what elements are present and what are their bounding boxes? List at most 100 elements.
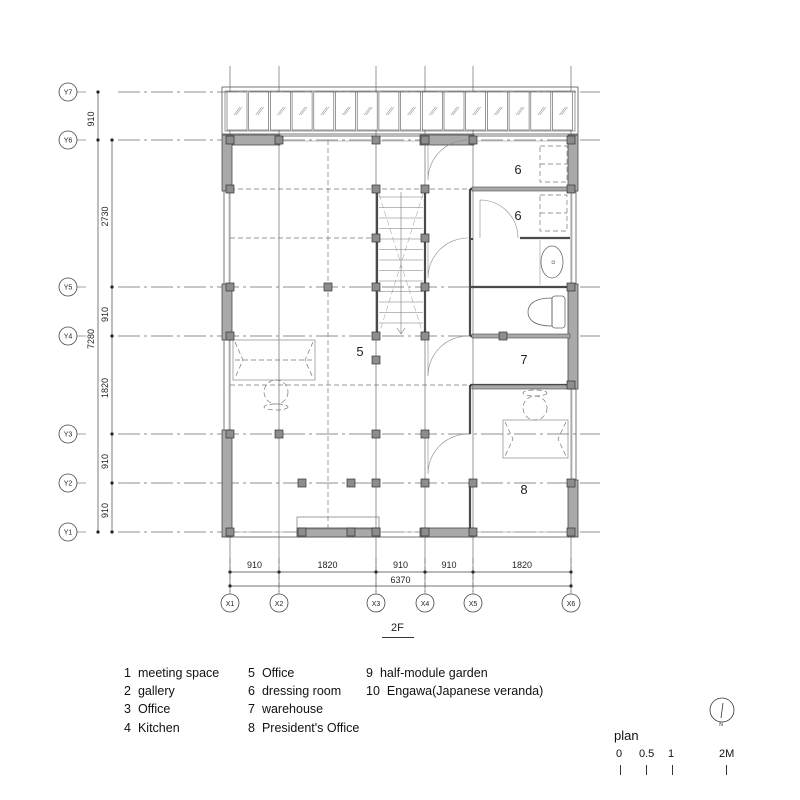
glass-hatch	[494, 106, 501, 116]
dim-label: 2730	[100, 206, 110, 226]
glass-hatch	[539, 106, 547, 116]
glass-hatch	[385, 106, 393, 116]
column	[225, 527, 235, 537]
column	[566, 527, 576, 537]
grid-bubble	[58, 326, 78, 346]
dim-tick	[110, 138, 114, 142]
glass-hatch	[517, 106, 525, 116]
column	[468, 527, 478, 537]
veranda-inner	[224, 90, 576, 132]
dim-label: 910	[86, 111, 96, 126]
scale-tick-label: 0	[616, 748, 623, 760]
glass-hatch	[452, 106, 460, 116]
grid-bubble-label: Y1	[64, 530, 73, 537]
room-tag: 5	[356, 344, 363, 359]
column	[566, 135, 576, 145]
north-label: N	[719, 722, 723, 728]
grid-bubble-label: X4	[421, 601, 430, 608]
glass-hatch	[233, 106, 241, 116]
chair-icon	[522, 395, 548, 421]
column	[323, 282, 333, 292]
grid-bubble	[366, 593, 386, 613]
grid-bubble-label: Y6	[64, 138, 73, 145]
column	[371, 184, 381, 194]
washbasin-icon	[540, 245, 564, 279]
table-leg	[504, 421, 514, 457]
column	[566, 478, 576, 488]
scale-tick-label: 0.5	[639, 748, 655, 760]
ceiling-dashed-lines	[230, 140, 470, 532]
glass-hatch	[320, 106, 328, 116]
column	[274, 135, 284, 145]
column	[468, 478, 478, 488]
scale-tick	[620, 765, 621, 775]
column	[274, 429, 284, 439]
glass-hatch	[472, 106, 479, 116]
grid-bubble-label: X5	[469, 601, 478, 608]
dim-label: 1820	[100, 378, 110, 398]
dim-label: 910	[100, 503, 110, 518]
grid-bubble	[58, 522, 78, 542]
column	[297, 527, 307, 537]
grid-bubble	[58, 130, 78, 150]
column	[566, 184, 576, 194]
dim-tick	[110, 334, 114, 338]
grid-bubble	[58, 424, 78, 444]
veranda-outline	[221, 86, 579, 135]
view-label: plan	[614, 728, 639, 743]
glass-hatch	[365, 106, 373, 116]
column	[371, 478, 381, 488]
dim-tick	[96, 90, 100, 94]
glass-hatch	[344, 106, 351, 116]
glass-hatch	[342, 106, 349, 116]
glass-hatch	[496, 106, 503, 116]
north-circle	[709, 697, 735, 723]
grid-bubble-label: Y2	[64, 481, 73, 488]
glass-hatch	[537, 106, 545, 116]
dim-tick	[96, 530, 100, 534]
column	[225, 429, 235, 439]
grid-bubble	[58, 473, 78, 493]
column	[371, 282, 381, 292]
dim-label: 910	[100, 454, 110, 469]
glass-hatch	[409, 106, 416, 116]
grid-bubble-label: Y3	[64, 432, 73, 439]
grid-bubble	[561, 593, 581, 613]
dim-tick	[110, 530, 114, 534]
column	[225, 282, 235, 292]
dim-label: 1820	[512, 560, 532, 570]
column	[225, 331, 235, 341]
grid-bubble	[58, 82, 78, 102]
glass-hatch	[279, 106, 286, 116]
column	[371, 331, 381, 341]
glass-hatch	[235, 106, 243, 116]
wall	[221, 429, 233, 538]
dim-label: 910	[100, 307, 110, 322]
column	[420, 527, 430, 537]
column	[420, 429, 430, 439]
glass-hatch	[277, 106, 284, 116]
column	[420, 282, 430, 292]
grid-bubble-label: Y5	[64, 285, 73, 292]
column	[420, 135, 430, 145]
glass-hatch	[300, 106, 308, 116]
stair-arrow-head	[396, 327, 406, 335]
glass-hatch	[363, 106, 371, 116]
column	[566, 282, 576, 292]
glass-hatch	[474, 106, 481, 116]
door-swing	[427, 139, 469, 181]
dim-label: 1820	[317, 560, 337, 570]
column	[420, 331, 430, 341]
grid-bubble-label: Y4	[64, 334, 73, 341]
grid-bubble	[58, 277, 78, 297]
north-arrow-icon: N	[709, 697, 735, 728]
wall	[471, 333, 571, 339]
